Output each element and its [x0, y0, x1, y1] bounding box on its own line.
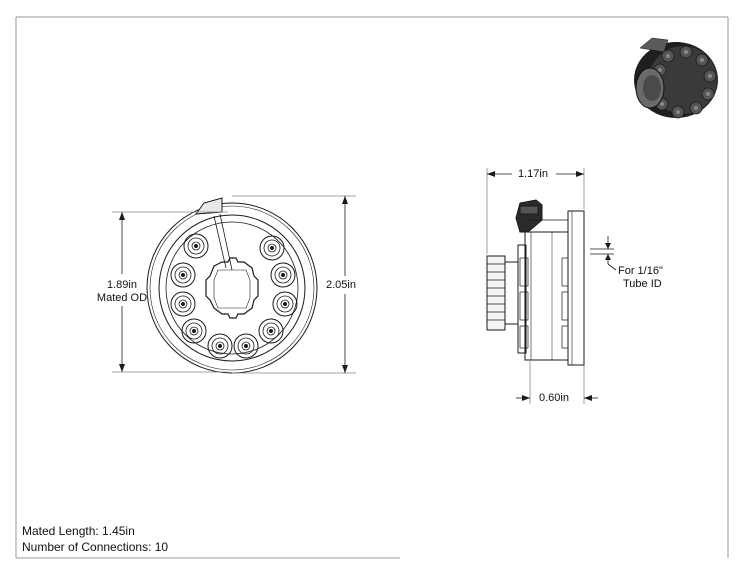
center-bore: [205, 257, 259, 319]
port: [258, 318, 284, 344]
main-body: [524, 231, 569, 361]
port: [270, 262, 296, 288]
side-latch: [515, 199, 543, 233]
mated-od-label: Mated OD: [96, 292, 148, 304]
latch-arm-2: [213, 215, 227, 269]
flange-plate: [567, 210, 585, 366]
port: [259, 235, 285, 261]
mated-od-value: 1.89in: [107, 279, 137, 291]
sheet-frame: [15, 16, 729, 559]
port: [170, 291, 196, 317]
port: [207, 333, 233, 359]
dim-length: [486, 168, 585, 254]
port: [272, 291, 298, 317]
mated-ring: [158, 214, 306, 362]
tube-note-line2: Tube ID: [623, 278, 662, 290]
port: [233, 333, 259, 359]
drawing-notes: Mated Length: 1.45in Number of Connectio…: [22, 523, 168, 555]
iso-render: [634, 37, 718, 119]
overall-od-value: 2.05in: [326, 279, 356, 291]
knurled-knob: [486, 255, 506, 331]
body-ring: [165, 221, 299, 355]
port: [181, 318, 207, 344]
latch-tab: [194, 197, 223, 215]
dim-overall-od: [232, 195, 356, 374]
flange-value: 0.60in: [539, 392, 569, 404]
outer-ring-inner: [149, 205, 315, 371]
mated-length-note: Mated Length: 1.45in: [22, 524, 135, 538]
latch-arm: [219, 213, 233, 271]
tube-note-line1: For 1/16": [618, 265, 663, 277]
port-ring: [170, 233, 298, 359]
port: [183, 233, 209, 259]
length-value: 1.17in: [518, 168, 548, 180]
dim-tube-id: [590, 236, 617, 271]
dim-mated-od: [112, 211, 228, 373]
connections-note: Number of Connections: 10: [22, 540, 169, 554]
dim-flange: [516, 360, 598, 404]
side-view: [486, 199, 585, 366]
port: [170, 262, 196, 288]
